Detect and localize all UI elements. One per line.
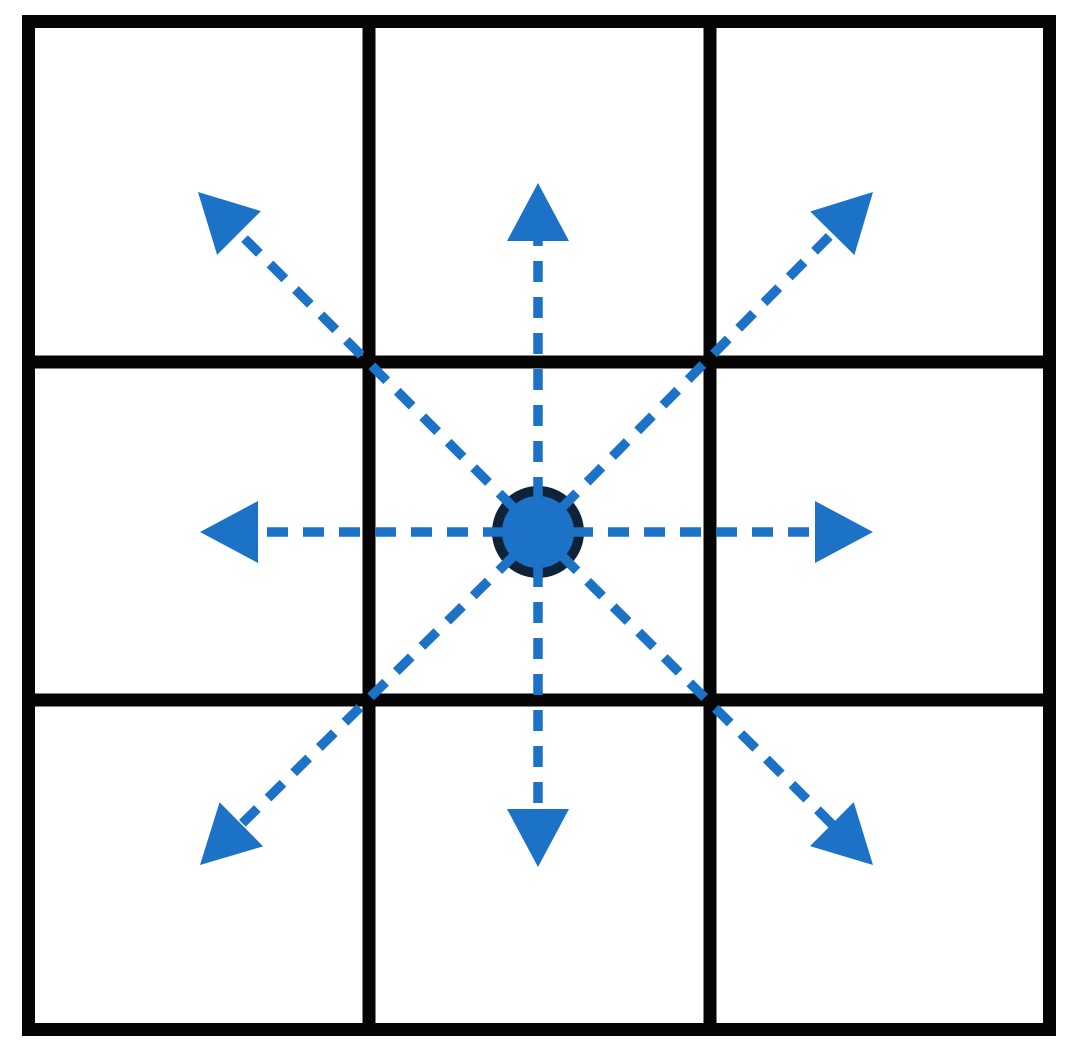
move-arrow-down-left-line	[232, 552, 518, 834]
move-arrow-down-head	[507, 809, 569, 867]
move-arrow-up-right-head	[810, 192, 873, 256]
grid-outer-border	[22, 15, 1056, 1036]
move-arrow-down-right-line	[558, 552, 841, 834]
move-arrow-down-left-head	[200, 802, 264, 865]
move-arrow-up-left-line	[229, 223, 518, 512]
move-arrow-up-left-head	[198, 192, 261, 255]
move-arrow-up-head	[507, 183, 569, 241]
move-arrow-up-right-line	[558, 224, 842, 512]
move-arrow-right-head	[815, 501, 873, 563]
move-arrow-down-right-head	[810, 802, 873, 865]
move-arrow-left-head	[200, 501, 258, 563]
